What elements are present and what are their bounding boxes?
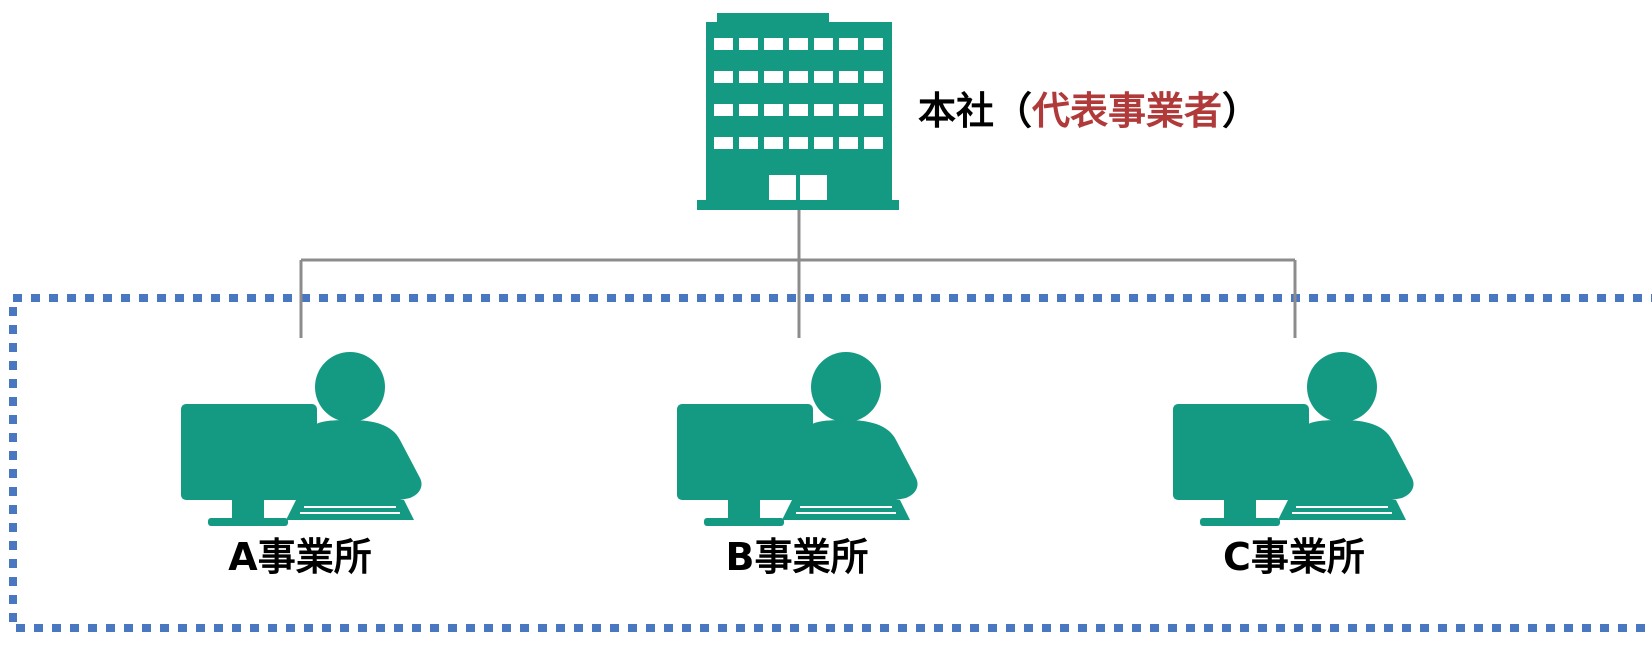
office-a-icon bbox=[180, 351, 423, 527]
building-window bbox=[864, 104, 883, 116]
office-building-icon bbox=[697, 13, 899, 210]
building-window bbox=[714, 104, 733, 116]
building-window bbox=[764, 71, 783, 83]
office-c-icon bbox=[1172, 351, 1415, 527]
building-window bbox=[814, 38, 833, 50]
building-window bbox=[864, 71, 883, 83]
building-window bbox=[789, 38, 808, 50]
headquarters-label: 本社（代表事業者） bbox=[918, 88, 1260, 134]
building-window bbox=[789, 137, 808, 149]
building-window bbox=[839, 137, 858, 149]
building-window bbox=[864, 38, 883, 50]
building-window bbox=[814, 71, 833, 83]
building-window bbox=[764, 104, 783, 116]
headquarters-label-prefix: 本社（ bbox=[918, 89, 1033, 133]
building-window bbox=[714, 137, 733, 149]
headquarters-label-accent: 代表事業者 bbox=[1032, 89, 1223, 133]
headquarters-label-suffix: ） bbox=[1222, 89, 1261, 133]
building-window bbox=[764, 137, 783, 149]
building-window bbox=[714, 38, 733, 50]
building-window bbox=[789, 71, 808, 83]
building-window bbox=[739, 137, 758, 149]
building-window bbox=[814, 104, 833, 116]
office-a-label: A事業所 bbox=[228, 535, 372, 579]
building-window bbox=[789, 104, 808, 116]
office-c-label: C事業所 bbox=[1223, 535, 1365, 579]
office-b-label: B事業所 bbox=[725, 535, 869, 579]
building-window bbox=[864, 137, 883, 149]
building-window bbox=[714, 71, 733, 83]
building-window bbox=[839, 104, 858, 116]
building-window bbox=[739, 38, 758, 50]
building-window bbox=[739, 71, 758, 83]
building-window bbox=[839, 71, 858, 83]
building-window bbox=[839, 38, 858, 50]
office-b-icon bbox=[676, 351, 919, 527]
building-window bbox=[814, 137, 833, 149]
building-window bbox=[739, 104, 758, 116]
connector-lines bbox=[299, 210, 1297, 338]
building-window bbox=[764, 38, 783, 50]
